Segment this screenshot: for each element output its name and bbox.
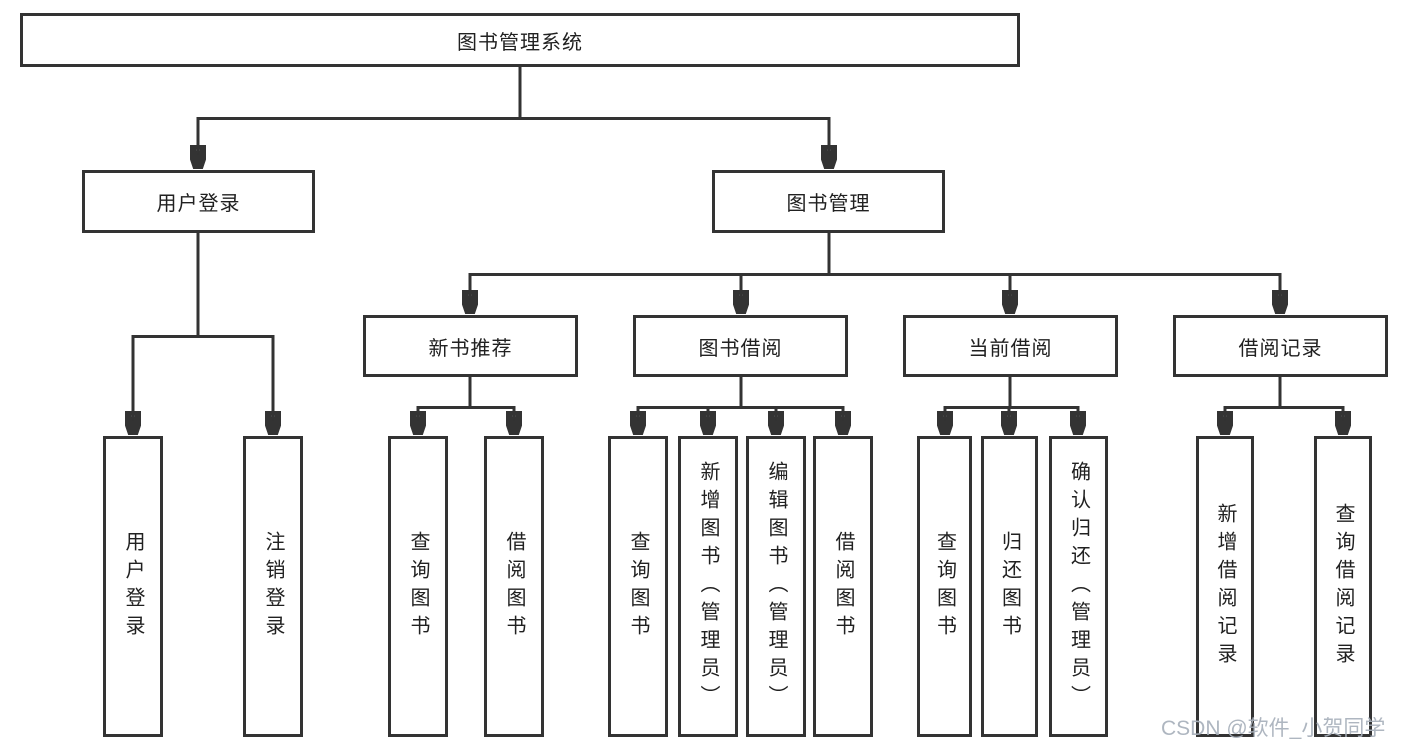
node-root-label: 图书管理系统: [457, 31, 583, 54]
leaf-label: 查询图书: [933, 530, 956, 643]
node-current-borrow-label: 当前借阅: [968, 337, 1053, 360]
node-borrow-records-label: 借阅记录: [1238, 337, 1323, 360]
node-borrow-records: 借阅记录: [1173, 315, 1388, 377]
node-book-management-label: 图书管理: [786, 193, 871, 215]
node-current-borrow: 当前借阅: [903, 315, 1118, 377]
leaf-label: 借阅图书: [832, 530, 854, 643]
leaf-bb-borrow-books: 借阅图书: [813, 436, 873, 737]
leaf-nb-borrow-books: 借阅图书: [484, 436, 544, 737]
leaf-br-query-record: 查询借阅记录: [1314, 436, 1372, 737]
leaf-user-login: 用户登录: [103, 436, 163, 737]
leaf-bb-query-books: 查询图书: [608, 436, 668, 737]
node-user-login-label: 用户登录: [156, 193, 241, 215]
leaf-label: 注销登录: [262, 530, 284, 643]
leaf-cb-return-books: 归还图书: [981, 436, 1038, 737]
node-root: 图书管理系统: [20, 13, 1020, 67]
leaf-label: 查询借阅记录: [1332, 502, 1354, 671]
leaf-label: 用户登录: [122, 530, 144, 643]
leaf-cb-confirm-return-admin: 确认归还（管理员）: [1049, 436, 1108, 737]
leaf-bb-add-books-admin: 新增图书（管理员）: [678, 436, 738, 737]
leaf-label: 借阅图书: [503, 530, 525, 643]
leaf-nb-query-books: 查询图书: [388, 436, 448, 737]
node-book-borrow: 图书借阅: [633, 315, 848, 377]
leaf-bb-edit-books-admin: 编辑图书（管理员）: [746, 436, 806, 737]
node-new-book-recommend-label: 新书推荐: [428, 337, 513, 360]
node-book-management: 图书管理: [712, 170, 945, 233]
leaf-label: 新增借阅记录: [1214, 502, 1236, 671]
csdn-watermark: CSDN @软件_小贺同学: [1161, 717, 1386, 740]
leaf-label: 确认归还（管理员）: [1067, 460, 1090, 713]
leaf-label: 编辑图书（管理员）: [765, 460, 787, 713]
leaf-label: 查询图书: [407, 530, 429, 643]
leaf-label: 归还图书: [998, 530, 1021, 643]
node-new-book-recommend: 新书推荐: [363, 315, 578, 377]
leaf-label: 查询图书: [627, 530, 649, 643]
node-user-login: 用户登录: [82, 170, 315, 233]
leaf-br-add-record: 新增借阅记录: [1196, 436, 1254, 737]
leaf-logout: 注销登录: [243, 436, 303, 737]
leaf-label: 新增图书（管理员）: [697, 460, 719, 713]
leaf-cb-query-books: 查询图书: [917, 436, 972, 737]
node-book-borrow-label: 图书借阅: [698, 337, 783, 360]
